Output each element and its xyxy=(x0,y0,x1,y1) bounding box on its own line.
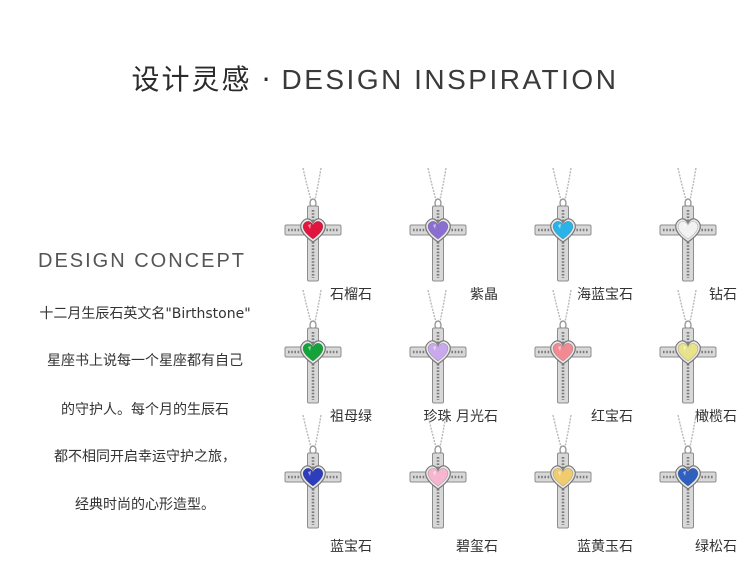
concept-line: 经典时尚的心形造型。 xyxy=(75,497,215,513)
gem-label: 橄榄石 xyxy=(695,409,737,425)
cross-pendant-image xyxy=(409,415,467,529)
gem-label: 碧玺石 xyxy=(456,539,498,555)
cross-pendant-image xyxy=(284,290,342,404)
gem-label: 海蓝宝石 xyxy=(577,287,633,303)
concept-line: 十二月生辰石英文名"Birthstone" xyxy=(39,306,251,322)
gem-label: 紫晶 xyxy=(470,287,498,303)
heading-chinese: 设计灵感 xyxy=(131,63,252,96)
cross-pendant-image xyxy=(534,290,592,404)
concept-line: 的守护人。每个月的生辰石 xyxy=(61,402,229,418)
concept-title: DESIGN CONCEPT xyxy=(38,250,247,272)
heading-english: DESIGN INSPIRATION xyxy=(281,64,619,95)
cross-pendant-image xyxy=(659,415,717,529)
cross-pendant-image xyxy=(534,415,592,529)
concept-line: 都不相同开启幸运守护之旅， xyxy=(54,449,236,465)
heading-separator: · xyxy=(261,63,272,96)
gem-label: 绿松石 xyxy=(695,539,737,555)
page-heading: 设计灵感 · DESIGN INSPIRATION xyxy=(0,58,750,98)
cross-pendant-image xyxy=(659,290,717,404)
cross-pendant-image xyxy=(409,290,467,404)
gem-label: 蓝宝石 xyxy=(330,539,372,555)
cross-pendant-image xyxy=(534,168,592,282)
gem-label: 钻石 xyxy=(709,287,737,303)
gem-label: 珍珠 月光石 xyxy=(423,409,498,425)
gem-label: 祖母绿 xyxy=(330,409,372,425)
gem-label: 蓝黄玉石 xyxy=(577,539,633,555)
cross-pendant-image xyxy=(284,168,342,282)
gem-label: 红宝石 xyxy=(591,409,633,425)
concept-line: 星座书上说每一个星座都有自己 xyxy=(47,353,243,369)
cross-pendant-image xyxy=(409,168,467,282)
gem-label: 石榴石 xyxy=(330,287,372,303)
cross-pendant-image xyxy=(659,168,717,282)
cross-pendant-image xyxy=(284,415,342,529)
